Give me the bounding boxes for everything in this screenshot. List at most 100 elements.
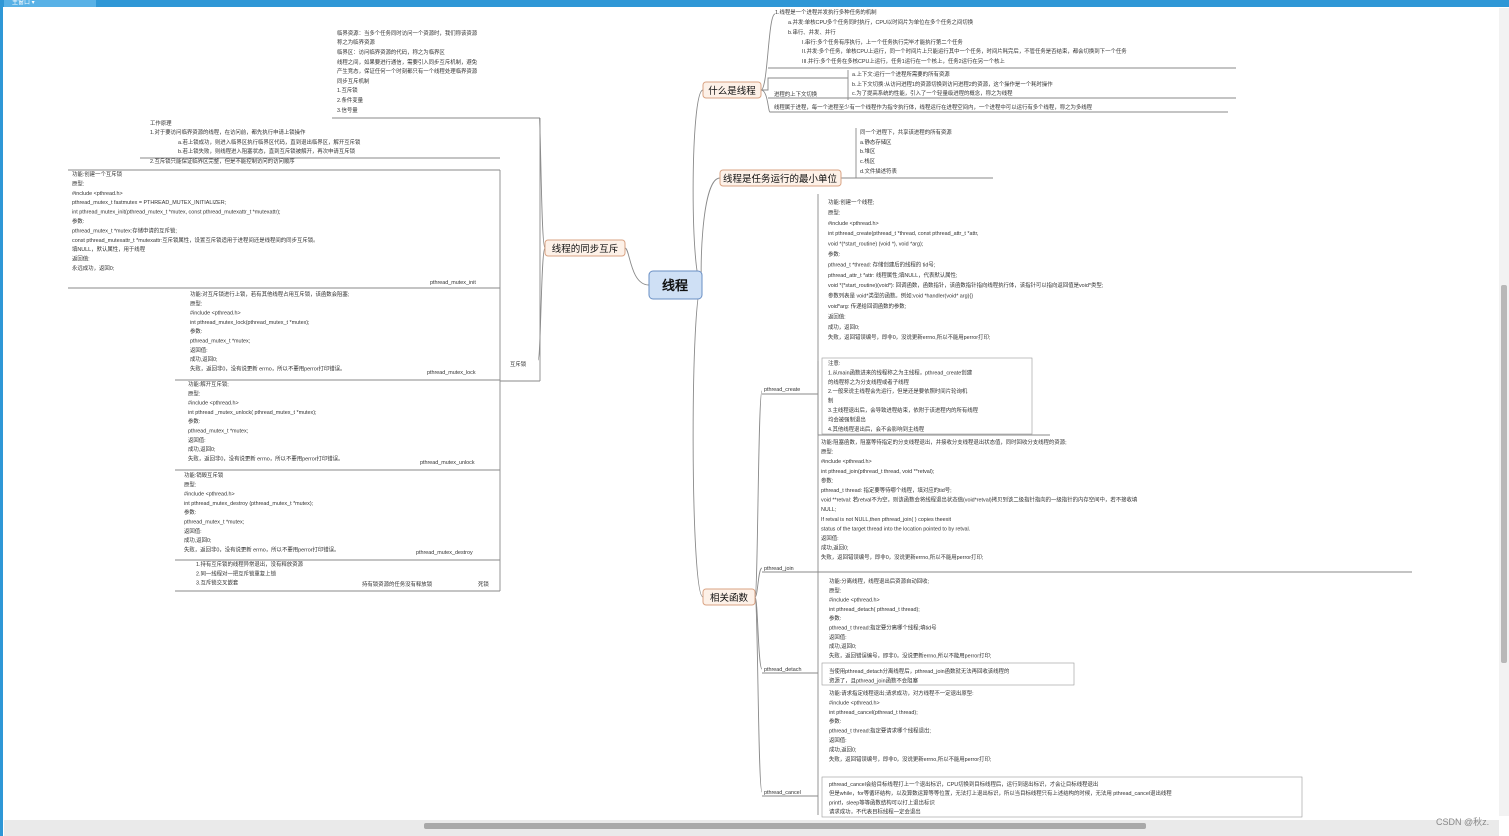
pthread-cancel-label[interactable]: pthread_cancel: [764, 790, 801, 796]
mutex-unlock-line: int pthread _mutex_unlock( pthread_mutex…: [188, 410, 317, 416]
create-note-line: 注意:: [828, 359, 840, 367]
branch-sync[interactable]: 线程的同步互斥: [544, 239, 626, 257]
pthread-create-label[interactable]: pthread_create: [764, 387, 800, 393]
cancel-line: 成功,返回0;: [829, 745, 857, 753]
detach-line: #include <pthread.h>: [829, 598, 880, 604]
mutex-init-line: pthread_mutex_t *mutex:存储申请的互斥锁;: [72, 226, 177, 234]
svg-text:I.串行:多个任务有序执行，上一个任务执行完毕才能执行第二个: I.串行:多个任务有序执行，上一个任务执行完毕才能执行第二个任务: [802, 38, 963, 46]
mutex-init-line: 参数:: [72, 217, 84, 225]
mutex-destroy-label[interactable]: pthread_mutex_destroy: [416, 550, 473, 556]
branch-functions[interactable]: 相关函数: [702, 588, 756, 606]
create-note-line: 1.从main函数进来的线程称之为主线程，pthread_create创建: [828, 368, 973, 376]
deadlock-line: 1.持有互斥锁的线程异常退出，没有释放资源: [196, 560, 304, 568]
join-line: NULL;: [821, 507, 837, 513]
vertical-scrollbar-thumb[interactable]: [1501, 285, 1507, 663]
mutex-init-line: 永远成功，返回0;: [72, 264, 115, 272]
join-line: 功能:阻塞函数，阻塞等待指定的分支线程退出，并接收分支线程退出状态值，同时回收分…: [821, 438, 1067, 446]
mutex-destroy-line: 失败，返回非0，没有说更新 errno，所以不要用perror打印错误。: [184, 545, 339, 553]
deadlock-line: 3.互斥锁交叉嵌套: [196, 579, 239, 587]
join-line: #include <pthread.h>: [821, 459, 872, 465]
svg-text:1.对于要访问临界资源的线程，在访问前，都先执行申请上锁操作: 1.对于要访问临界资源的线程，在访问前，都先执行申请上锁操作: [150, 128, 306, 136]
create-note-line: 4.其他线程退出后，会不会影响到主线程: [828, 425, 925, 433]
shared-resources-notes: 同一个进程下，共享该进程的所有资源 a.静态存储区 b.堆区 c.栈区 d.文件…: [860, 128, 952, 175]
window-left-border: [0, 7, 3, 836]
svg-text:产生竞态，保证任何一个时刻都只有一个线程处理临界资源: 产生竞态，保证任何一个时刻都只有一个线程处理临界资源: [337, 67, 478, 75]
pthread-join-label[interactable]: pthread_join: [764, 566, 794, 572]
svg-text:b.堆区: b.堆区: [860, 147, 876, 155]
mutex-destroy-line: 成功,返回0;: [184, 536, 212, 544]
join-line: 参数:: [821, 476, 833, 484]
mutex-init-line: 功能:创建一个互斥锁: [72, 170, 123, 178]
mutex-unlock-line: 功能:解开互斥锁;: [188, 380, 229, 388]
mutex-init-label[interactable]: pthread_mutex_init: [430, 280, 476, 286]
create-line: 原型:: [828, 208, 840, 216]
branch-functions-label: 相关函数: [710, 592, 749, 604]
detach-line: 失败，返回错误编号，即非0，没说更新errno,所以不能用perror打印;: [829, 651, 992, 659]
mutex-destroy-line: 参数:: [184, 508, 196, 516]
mutex-unlock-line: 失败，返回非0，没有说更新 errno，所以不要用perror打印错误。: [188, 454, 343, 462]
mutex-unlock-line: #include <pthread.h>: [188, 401, 239, 407]
svg-text:a.若上锁成功，则进入临界区执行临界区代码，直到退出临界区，: a.若上锁成功，则进入临界区执行临界区代码，直到退出临界区，解开互斥锁: [178, 138, 361, 146]
svg-text:b.上下文切换:从访问进程1的资源切换到访问进程2的资源，这: b.上下文切换:从访问进程1的资源切换到访问进程2的资源，这个操作是一个耗时操作: [852, 80, 1053, 88]
join-line: status of the target thread into the loc…: [821, 526, 970, 532]
cancel-note-line: 但是while，for等循环结构，以及算数运算等等位置，无法打上退出标识，所以当…: [829, 789, 1172, 797]
svg-text:a.静态存储区: a.静态存储区: [860, 138, 892, 146]
mutex-lock-label[interactable]: pthread_mutex_lock: [427, 370, 476, 376]
svg-text:称之为临界资源: 称之为临界资源: [337, 38, 375, 46]
main-tab[interactable]: 主窗口 ▾: [4, 0, 96, 7]
create-line: 参数列表是 void*类型的函数。例如:void *handler(void* …: [828, 292, 973, 300]
svg-text:线程之间，如果要进行通信，需要引入同步互斥机制，避免: 线程之间，如果要进行通信，需要引入同步互斥机制，避免: [337, 58, 478, 66]
mutex-destroy-line: 原型:: [184, 480, 196, 488]
svg-text:1.线程是一个进程并发执行多种任务的机制: 1.线程是一个进程并发执行多种任务的机制: [775, 8, 877, 16]
svg-text:a.上下文:运行一个进程所需要的所有资源: a.上下文:运行一个进程所需要的所有资源: [852, 70, 950, 78]
mindmap-canvas[interactable]: 线程 什么是线程 线程是任务运行的最小单位 线程的同步互斥 相关函数 1.线程是…: [0, 0, 1499, 820]
mutex-unlock-line: pthread_mutex_t *mutex;: [188, 429, 249, 435]
mutex-lock-line: 成功,返回0;: [190, 355, 218, 363]
mutex-lock-line: 原型:: [190, 299, 202, 307]
branch-what-is-thread[interactable]: 什么是线程: [702, 81, 762, 99]
cancel-line: 失败，返回错误编号，即非0，没说更新errno,所以不能用perror打印;: [829, 755, 992, 763]
detach-line: 功能:分离线程，线程退出后资源自动回收;: [829, 577, 930, 585]
create-note-line: 的线程称之为分支线程或者子线程: [828, 378, 909, 386]
pthread-detach-label[interactable]: pthread_detach: [764, 667, 801, 673]
join-line: int pthread_join(pthread_t thread, void …: [821, 469, 935, 475]
svg-text:b.若上锁失败，则线程进入阻塞状态，直到互斥锁被解开，再次申: b.若上锁失败，则线程进入阻塞状态，直到互斥锁被解开，再次申请互斥锁: [178, 147, 356, 155]
horizontal-scrollbar-thumb[interactable]: [424, 823, 1146, 829]
deadlock-label[interactable]: 死锁: [478, 580, 489, 588]
svg-text:同一个进程下，共享该进程的所有资源: 同一个进程下，共享该进程的所有资源: [860, 128, 952, 136]
mutex-init-line: #include <pthread.h>: [72, 191, 123, 197]
connector-lines: [68, 13, 1412, 818]
svg-text:临界资源：当多个任务同时访问一个资源时，我们称该资源: 临界资源：当多个任务同时访问一个资源时，我们称该资源: [337, 29, 478, 37]
critical-section-notes: 临界资源：当多个任务同时访问一个资源时，我们称该资源 称之为临界资源 临界区：访…: [337, 29, 478, 114]
branch-min-unit[interactable]: 线程是任务运行的最小单位: [719, 169, 842, 187]
mutex-lock-line: #include <pthread.h>: [190, 311, 241, 317]
mutex-unlock-label[interactable]: pthread_mutex_unlock: [420, 460, 475, 466]
create-line: 返回值:: [828, 312, 846, 320]
center-node[interactable]: 线程: [648, 270, 703, 300]
mutex-init-line: const pthread_mutexattr_t *mutexattr:互斥锁…: [72, 236, 319, 244]
detach-note-line: 资源了，且pthread_join函数不会阻塞: [829, 677, 919, 685]
work-principle-notes: 工作原理 1.对于要访问临界资源的线程，在访问前，都先执行申请上锁操作 a.若上…: [150, 119, 361, 165]
cancel-line: 返回值:: [829, 736, 847, 744]
join-line: 成功,返回0;: [821, 544, 849, 552]
svg-text:2.互斥锁只能保证临界区完整，但是不能控制访问的访问顺序: 2.互斥锁只能保证临界区完整，但是不能控制访问的访问顺序: [150, 157, 295, 165]
mutex-unlock-line: 原型:: [188, 389, 200, 397]
svg-text:III.并行:多个任务在多核CPU上运行，任务1运行在一个核: III.并行:多个任务在多核CPU上运行，任务1运行在一个核上，任务2运行在另一…: [802, 57, 1005, 65]
watermark: CSDN @秋z.: [1436, 817, 1490, 827]
join-line: If retval is not NULL,then pthread_join(…: [821, 517, 952, 523]
svg-text:c.栈区: c.栈区: [860, 157, 876, 165]
svg-text:同步互斥机制: 同步互斥机制: [337, 77, 369, 85]
mutex-init-line: 返回值:: [72, 255, 90, 263]
mutex-destroy-line: 功能:销毁互斥锁: [184, 471, 224, 479]
join-line: 返回值:: [821, 534, 839, 542]
detach-note-line: 当使用pthread_detach分离线程后，pthread_join函数就无法…: [829, 667, 1009, 675]
create-line: 参数:: [828, 250, 840, 258]
svg-text:1.互斥锁: 1.互斥锁: [337, 86, 358, 94]
branch-what-label: 什么是线程: [708, 85, 756, 97]
mutex-unlock-line: 参数:: [188, 417, 200, 425]
mutex-unlock-line: 成功,返回0;: [188, 445, 216, 453]
deadlock-mid[interactable]: 持有锁资源的任务没有释放锁: [362, 580, 433, 588]
svg-text:线程属于进程，每一个进程至少有一个线程作为指令执行体，线程运: 线程属于进程，每一个进程至少有一个线程作为指令执行体，线程运行在进程空间内，一个…: [774, 103, 1093, 111]
detach-line: 参数:: [829, 614, 841, 622]
